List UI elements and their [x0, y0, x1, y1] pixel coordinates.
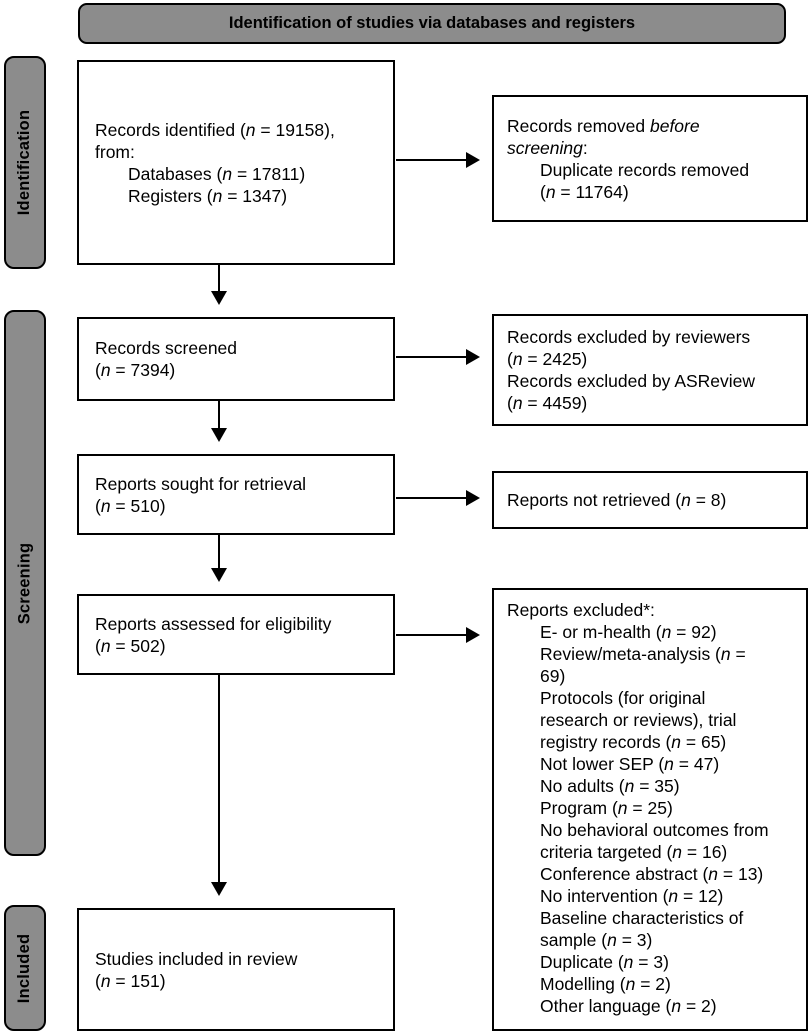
box-records-removed-item: Duplicate records removed (n = 11764): [540, 159, 750, 202]
arrow-screened-to-excluded: [396, 349, 480, 365]
box-reports-excluded-item: Review/meta-analysis (n = 69): [540, 644, 746, 686]
box-records-excluded-title: Records excluded by reviewers (n = 2425)…: [507, 327, 756, 413]
box-reports-excluded-item: Modelling (n = 2): [540, 974, 671, 994]
box-reports-assessed-title: Reports assessed for eligibility (n = 50…: [95, 613, 332, 656]
box-reports-sought-title: Reports sought for retrieval (n = 510): [95, 473, 307, 516]
phase-band-screening: Screening: [4, 310, 46, 856]
box-reports-not-retrieved-title: Reports not retrieved (n = 8): [507, 490, 727, 510]
box-reports-excluded-item: Protocols (for original research or revi…: [540, 688, 737, 752]
box-reports-excluded-item: No intervention (n = 12): [540, 886, 724, 906]
phase-label-included: Included: [15, 933, 34, 1003]
box-reports-excluded-item: Duplicate (n = 3): [540, 952, 669, 972]
box-records-identified-item: Databases (n = 17811): [128, 163, 306, 184]
box-studies-included-title: Studies included in review (n = 151): [95, 948, 298, 991]
arrow-assessed-to-included: [211, 675, 227, 896]
box-records-identified: Records identified (n = 19158), from: Da…: [77, 60, 395, 265]
box-reports-excluded-title: Reports excluded*:: [507, 600, 655, 620]
phase-band-identification: Identification: [4, 56, 46, 269]
box-reports-assessed: Reports assessed for eligibility (n = 50…: [77, 594, 395, 675]
box-reports-excluded: Reports excluded*: E- or m-health (n = 9…: [492, 588, 808, 1031]
box-records-removed: Records removed before screening: Duplic…: [492, 95, 808, 222]
arrow-sought-to-not-retrieved: [396, 490, 480, 506]
box-reports-excluded-item: Baseline characteristics of sample (n = …: [540, 908, 744, 950]
box-studies-included: Studies included in review (n = 151): [77, 908, 395, 1031]
arrow-identified-to-removed: [396, 152, 480, 168]
box-records-identified-item: Registers (n = 1347): [128, 185, 288, 206]
box-records-screened-title: Records screened (n = 7394): [95, 338, 238, 380]
box-reports-excluded-item: No adults (n = 35): [540, 776, 680, 796]
box-reports-not-retrieved: Reports not retrieved (n = 8): [492, 471, 808, 529]
box-reports-excluded-item: Conference abstract (n = 13): [540, 864, 764, 884]
arrow-screened-to-sought: [211, 401, 227, 442]
box-reports-excluded-item: Other language (n = 2): [540, 996, 717, 1016]
box-records-excluded: Records excluded by reviewers (n = 2425)…: [492, 314, 808, 426]
arrow-identified-to-screened: [211, 265, 227, 305]
box-records-screened: Records screened (n = 7394): [77, 317, 395, 401]
phase-band-included: Included: [4, 905, 46, 1031]
box-reports-excluded-item: Program (n = 25): [540, 798, 673, 818]
arrow-sought-to-assessed: [211, 535, 227, 582]
phase-label-identification: Identification: [15, 109, 34, 216]
arrow-assessed-to-excluded: [396, 627, 480, 643]
box-reports-excluded-item: No behavioral outcomes from criteria tar…: [540, 820, 769, 862]
box-reports-sought: Reports sought for retrieval (n = 510): [77, 454, 395, 535]
header-title: Identification of studies via databases …: [228, 14, 636, 32]
phase-label-screening: Screening: [15, 542, 34, 624]
header-banner: Identification of studies via databases …: [78, 3, 786, 44]
box-reports-excluded-item: E- or m-health (n = 92): [540, 622, 717, 642]
box-records-removed-title: Records removed before screening:: [507, 115, 700, 158]
box-reports-excluded-item: Not lower SEP (n = 47): [540, 754, 720, 774]
box-records-identified-title: Records identified (n = 19158), from:: [95, 119, 335, 162]
